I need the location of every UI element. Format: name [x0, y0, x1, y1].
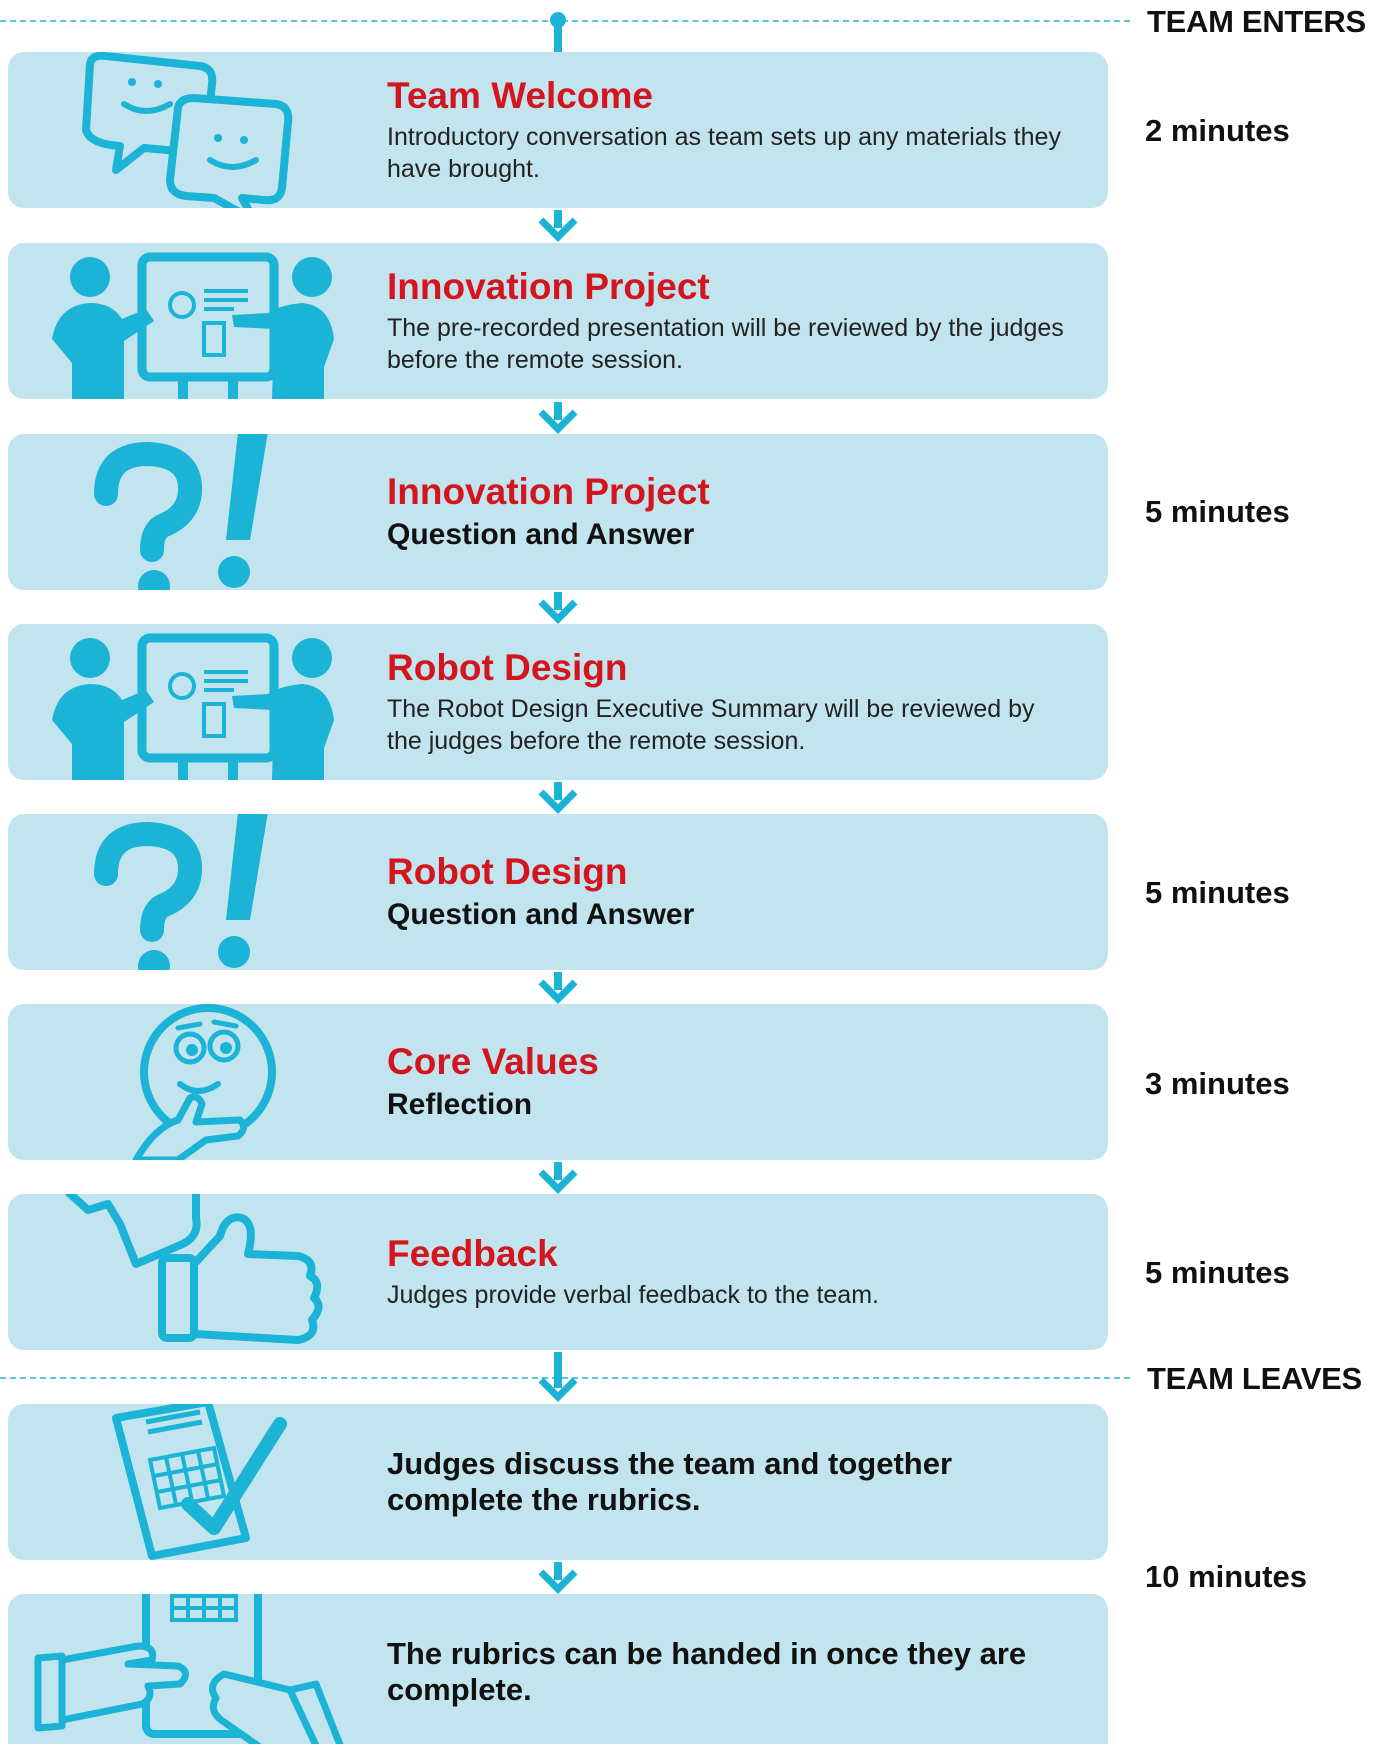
- step-feedback: Feedback Judges provide verbal feedback …: [8, 1194, 1108, 1350]
- timeline-start-icon: [550, 12, 566, 54]
- step-subtitle: Reflection: [387, 1088, 533, 1121]
- thinking-face-icon: [28, 1004, 368, 1160]
- step-innovation-project: Innovation Project The pre-recorded pres…: [8, 243, 1108, 399]
- down-arrow-icon: [538, 782, 578, 814]
- step-title: Team Welcome: [387, 75, 653, 116]
- step-innovation-qa: Innovation Project Question and Answer: [8, 434, 1108, 590]
- down-arrow-icon: [538, 1352, 578, 1402]
- step-title: Feedback: [387, 1233, 558, 1274]
- team-enters-label: TEAM ENTERS: [1147, 4, 1366, 39]
- duration-feedback: 5 minutes: [1145, 1255, 1290, 1290]
- step-description: The pre-recorded presentation will be re…: [387, 314, 1064, 374]
- hand-over-rubric-icon: [28, 1594, 368, 1744]
- step-subtitle: Question and Answer: [387, 898, 695, 931]
- thumbs-up-icon: [28, 1194, 368, 1350]
- step-judges-discuss: Judges discuss the team and together com…: [8, 1404, 1108, 1560]
- down-arrow-icon: [538, 402, 578, 434]
- step-text: Judges discuss the team and together com…: [387, 1446, 953, 1517]
- presentation-icon: [28, 624, 368, 780]
- team-leaves-label: TEAM LEAVES: [1147, 1361, 1362, 1396]
- step-team-welcome: Team Welcome Introductory conversation a…: [8, 52, 1108, 208]
- step-robot-design-qa: Robot Design Question and Answer: [8, 814, 1108, 970]
- step-rubrics-handed-in: The rubrics can be handed in once they a…: [8, 1594, 1108, 1744]
- step-title: Core Values: [387, 1041, 599, 1082]
- step-subtitle: Question and Answer: [387, 518, 695, 551]
- step-description: Introductory conversation as team sets u…: [387, 123, 1061, 183]
- down-arrow-icon: [538, 210, 578, 242]
- rubric-checklist-icon: [28, 1404, 368, 1560]
- step-title: Robot Design: [387, 647, 628, 688]
- speech-bubbles-icon: [28, 52, 368, 208]
- duration-innovation-qa: 5 minutes: [1145, 494, 1290, 529]
- duration-rubrics: 10 minutes: [1145, 1559, 1307, 1594]
- down-arrow-icon: [538, 972, 578, 1004]
- duration-robot-qa: 5 minutes: [1145, 875, 1290, 910]
- step-title: Innovation Project: [387, 266, 710, 307]
- step-description: Judges provide verbal feedback to the te…: [387, 1281, 879, 1309]
- duration-core-values: 3 minutes: [1145, 1066, 1290, 1101]
- step-description: The Robot Design Executive Summary will …: [387, 695, 1035, 755]
- duration-team-welcome: 2 minutes: [1145, 113, 1290, 148]
- step-text: The rubrics can be handed in once they a…: [387, 1636, 1027, 1707]
- down-arrow-icon: [538, 592, 578, 624]
- team-leaves-line: [0, 1377, 1130, 1379]
- down-arrow-icon: [538, 1562, 578, 1594]
- step-core-values: Core Values Reflection: [8, 1004, 1108, 1160]
- down-arrow-icon: [538, 1162, 578, 1194]
- question-exclamation-icon: [28, 434, 368, 590]
- question-exclamation-icon: [28, 814, 368, 970]
- step-title: Innovation Project: [387, 471, 710, 512]
- presentation-icon: [28, 243, 368, 399]
- step-robot-design: Robot Design The Robot Design Executive …: [8, 624, 1108, 780]
- step-title: Robot Design: [387, 851, 628, 892]
